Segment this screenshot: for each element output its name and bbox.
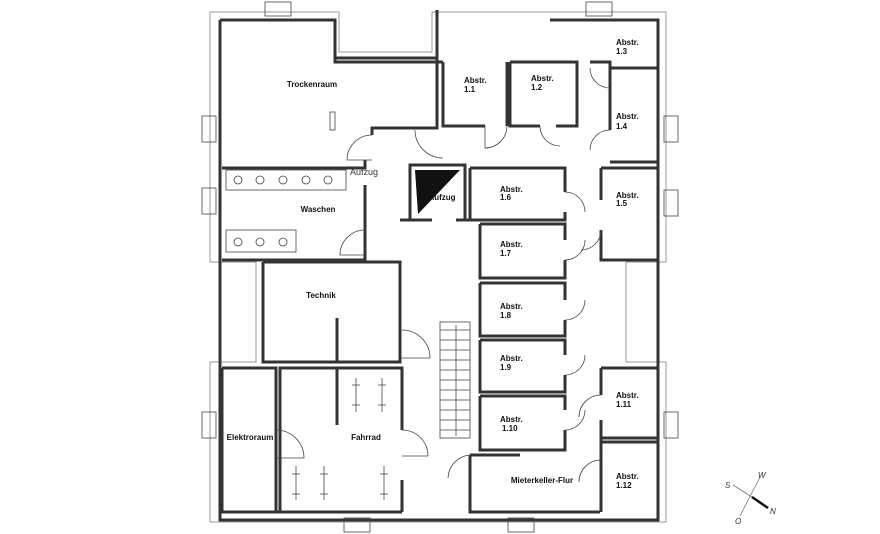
waschen-walls [222, 160, 367, 262]
washing-machines [225, 169, 347, 253]
staircase [439, 321, 471, 439]
label-abstr-1-5: 1.5 [616, 199, 628, 208]
abstr-labels: Abstr.1.1 Abstr.1.2 Abstr.1.3 Abstr.1.4 … [464, 38, 639, 490]
outer-wall [209, 11, 667, 523]
bicycles [292, 378, 388, 500]
lower-left-walls [220, 366, 404, 514]
label-abstr-1-12: 1.12 [616, 481, 632, 490]
windows [201, 1, 679, 533]
label-abstr: Abstr. [500, 185, 523, 194]
label-fahrrad: Fahrrad [351, 433, 381, 442]
compass-n: N [770, 507, 776, 516]
label-abstr-1-6: 1.6 [500, 193, 512, 202]
label-abstr-1-10: 1.10 [502, 424, 518, 433]
label-abstr: Abstr. [500, 302, 523, 311]
abstr-walls [468, 66, 658, 514]
label-trockenraum: Trockenraum [287, 80, 337, 89]
label-abstr: Abstr. [616, 391, 639, 400]
label-abstr: Abstr. [616, 191, 639, 200]
column [329, 111, 336, 131]
label-aufzug: Aufzug [428, 193, 455, 202]
label-abstr: Abstr. [464, 76, 487, 85]
label-technik: Technik [306, 291, 336, 300]
label-abstr-1-7: 1.7 [500, 249, 512, 258]
label-abstr: Abstr. [500, 415, 523, 424]
technik-walls [261, 260, 402, 364]
label-abstr-1-1: 1.1 [464, 85, 476, 94]
aufzug-walls [400, 163, 470, 222]
label-mieterkeller-flur: Mieterkeller-Flur [511, 476, 573, 485]
label-abstr: Abstr. [616, 472, 639, 481]
label-abstr-1-2: 1.2 [531, 83, 543, 92]
elevator-shaft [415, 170, 460, 214]
label-abstr: Abstr. [500, 354, 523, 363]
compass-icon: W S N O [725, 471, 776, 526]
label-abstr: Abstr. [616, 38, 639, 47]
compass-w: W [758, 471, 767, 480]
label-abstr-1-3: 1.3 [616, 47, 628, 56]
compass-o: O [735, 517, 741, 526]
trockenraum-walls [222, 20, 612, 170]
label-abstr: Abstr. [616, 112, 639, 121]
label-abstr-1-11: 1.11 [616, 400, 632, 409]
label-abstr: Abstr. [531, 74, 554, 83]
door-swings [275, 67, 611, 483]
label-aufzug-note: Aufzug [350, 167, 378, 177]
label-abstr-1-9: 1.9 [500, 363, 512, 372]
label-abstr-1-4: 1.4 [616, 122, 628, 131]
label-elektroraum: Elektroraum [227, 433, 274, 442]
compass-s: S [725, 481, 731, 490]
label-abstr-1-8: 1.8 [500, 311, 512, 320]
label-abstr: Abstr. [500, 240, 523, 249]
exterior-wall [218, 10, 660, 522]
label-waschen: Waschen [301, 205, 336, 214]
